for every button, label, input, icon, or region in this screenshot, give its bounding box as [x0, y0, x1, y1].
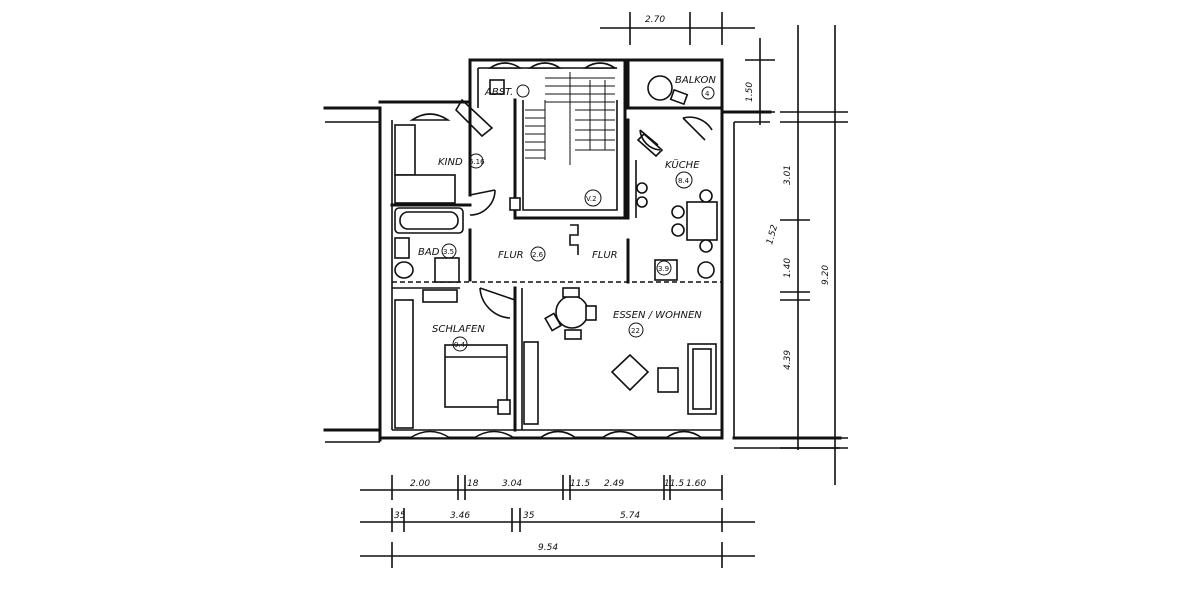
room-num-schlafen: 9.4	[454, 341, 466, 349]
room-label-abst: ABST.	[484, 87, 513, 98]
room-num-flur-1: 2.6	[532, 251, 544, 259]
room-num-kueche: 8.4	[678, 177, 690, 185]
dim-row3-0: 9.54	[538, 543, 558, 553]
dim-right-3: 4.39	[783, 350, 793, 370]
room-label-bad: BAD	[418, 247, 440, 258]
dim-right-2: 1.40	[783, 258, 793, 278]
dim-row1-0: 2.00	[410, 479, 430, 489]
furniture	[394, 75, 718, 429]
room-label-kind: KIND	[438, 157, 463, 168]
room-num-bad: 3.5	[443, 248, 454, 256]
room-label-flur-1: FLUR	[498, 250, 524, 261]
dim-row1-4: 2.49	[604, 479, 624, 489]
room-label-balkon: BALKON	[675, 75, 716, 86]
door-swings	[454, 98, 713, 319]
dim-right-total: 9.20	[821, 265, 831, 285]
room-label-kueche: KÜCHE	[665, 158, 700, 171]
dim-row1-6: 1.60	[686, 479, 706, 489]
room-label-schlafen: SCHLAFEN	[432, 324, 485, 335]
dim-right-4: 1.52	[765, 224, 780, 246]
dim-right-small: 1.50	[745, 82, 755, 102]
interior-walls	[390, 98, 722, 432]
dim-row2-3: 5.74	[620, 511, 640, 521]
dimension-labels: 2.70 1.50 3.01 1.40 4.39 9.20 1.52 2.00 …	[394, 15, 831, 553]
stair-label: V.2	[586, 195, 597, 203]
dim-top: 2.70	[645, 15, 665, 25]
room-num-balkon: 4	[705, 90, 710, 98]
windows	[407, 62, 705, 439]
dim-row1-1: 18	[467, 479, 479, 489]
dim-row1-2: 3.04	[502, 479, 522, 489]
room-label-flur-2: FLUR	[592, 250, 618, 261]
dim-row2-2: 35	[523, 511, 535, 521]
dimension-lines	[360, 12, 848, 568]
room-num-kind: 6.16	[469, 158, 485, 166]
dim-row2-0: 35	[394, 511, 406, 521]
staircase	[525, 72, 615, 255]
dim-row1-5: 11.5	[664, 479, 684, 489]
dim-row2-1: 3.46	[450, 511, 470, 521]
dim-row1-3: 11.5	[570, 479, 590, 489]
room-num-wohnen: 22	[631, 327, 640, 335]
dim-right-1: 3.01	[783, 165, 793, 185]
room-label-wohnen: ESSEN / WOHNEN	[613, 310, 702, 321]
room-num-extra: 3.9	[658, 265, 669, 273]
room-labels: KIND 6.16 ABST. BALKON 4 KÜCHE 8.4 BAD 3…	[418, 75, 716, 352]
